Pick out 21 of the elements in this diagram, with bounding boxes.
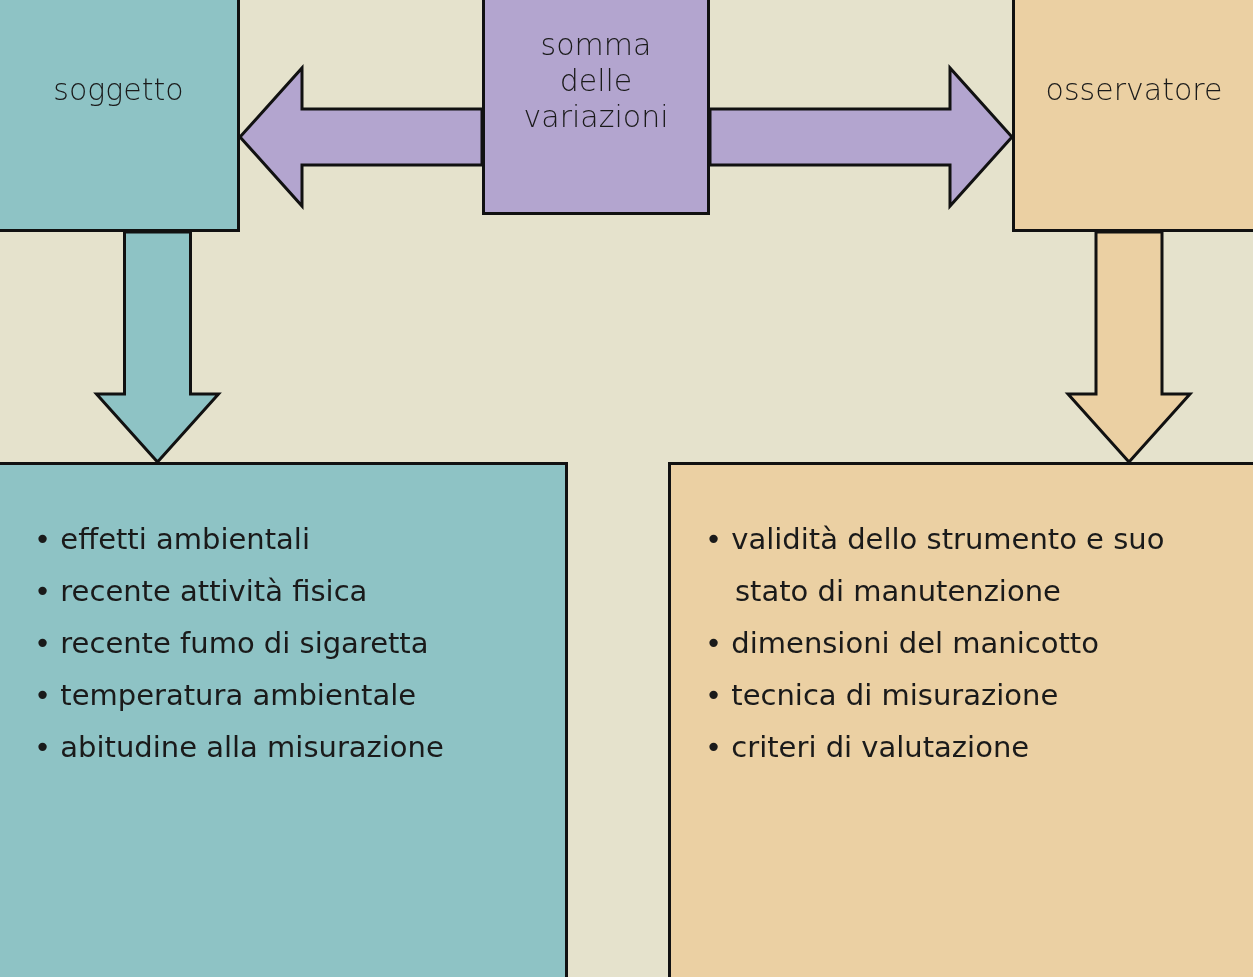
bullet-item: • criteri di valutazione [705, 729, 1031, 766]
title-box [482, 0, 710, 215]
bullet-item: • dimensioni del manicotto [705, 625, 1100, 662]
block-arrow [93, 230, 222, 465]
list-box [668, 462, 1253, 977]
title-box [1012, 0, 1253, 232]
bullet-item: • recente fumo di sigaretta [34, 625, 430, 662]
bullet-item: • abitudine alla misurazione [34, 729, 444, 766]
block-arrow [1064, 230, 1194, 465]
bullet-item: • recente attività fisica [34, 573, 369, 610]
box-title: osservatore [1045, 71, 1223, 108]
title-box [0, 0, 240, 232]
bullet-item: • tecnica di misurazione [705, 677, 1060, 714]
box-title: soggetto [53, 71, 184, 108]
block-arrow [238, 64, 484, 210]
block-arrow [708, 64, 1014, 210]
bullet-item: • effetti ambientali [34, 521, 311, 558]
bullet-item: • temperatura ambientale [34, 677, 418, 714]
box-title: somma delle variazioni [522, 27, 670, 135]
bullet-item: • validità dello strumento e suo stato di manutenzione [705, 521, 1166, 610]
list-box [0, 462, 568, 977]
